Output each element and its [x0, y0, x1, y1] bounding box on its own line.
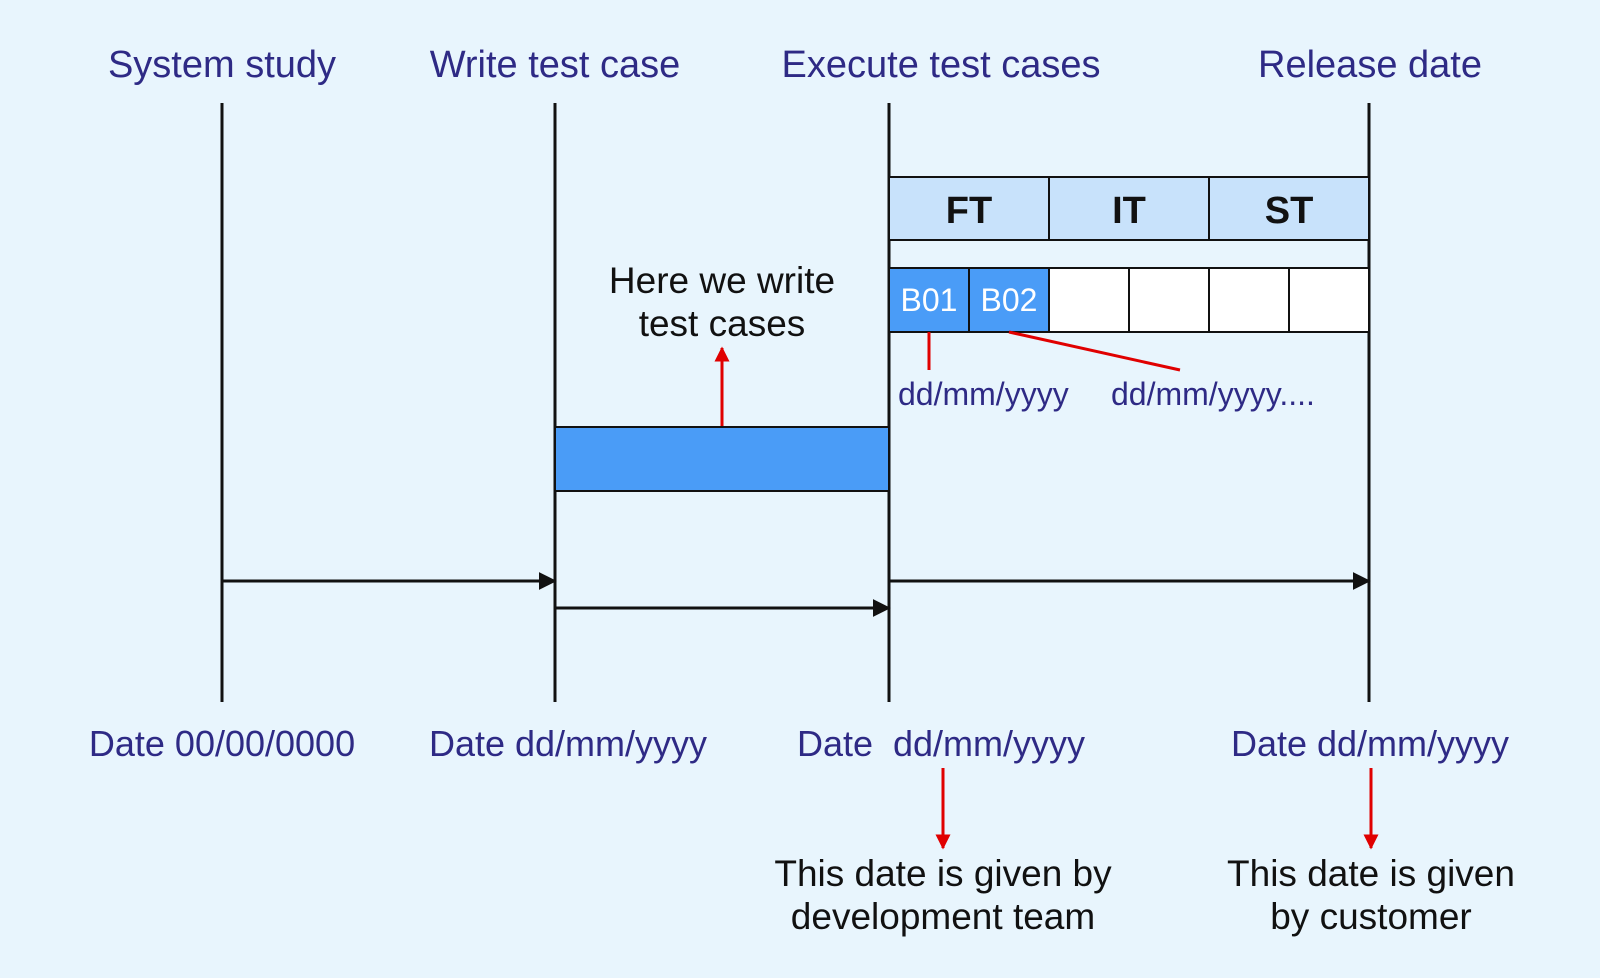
build-cell-empty-6: [1288, 267, 1370, 333]
build-cell-b02: [968, 267, 1050, 333]
build-cell-empty-4: [1128, 267, 1210, 333]
date-label-release-date: Date dd/mm/yyyy: [1231, 723, 1509, 764]
note-customer-line-2: by customer: [1270, 896, 1472, 937]
build-row: B01 B02: [888, 267, 1370, 333]
build-date-b02: dd/mm/yyyy....: [1111, 376, 1315, 412]
test-level-box-ft: [888, 176, 1050, 241]
note-write-test-cases-line-2: test cases: [639, 303, 806, 344]
build-date-b01: dd/mm/yyyy: [898, 376, 1069, 412]
build-cell-empty-5: [1208, 267, 1290, 333]
phase-title-release-date: Release date: [1258, 44, 1482, 86]
phase-title-write-test-case: Write test case: [430, 44, 681, 86]
build-cell-empty-3: [1048, 267, 1130, 333]
test-level-label-it: IT: [1112, 190, 1146, 232]
note-dev-team-line-1: This date is given by: [774, 853, 1112, 894]
date-label-system-study: Date 00/00/0000: [89, 723, 355, 764]
date-label-execute-test-cases: Date dd/mm/yyyy: [797, 723, 1085, 764]
test-level-box-st: [1208, 176, 1370, 241]
test-level-row: FT IT ST: [888, 176, 1370, 241]
note-write-test-cases-line-1: Here we write: [609, 260, 835, 301]
date-label-write-test-case: Date dd/mm/yyyy: [429, 723, 707, 764]
test-level-label-ft: FT: [946, 190, 992, 232]
note-customer-line-1: This date is given: [1227, 853, 1515, 894]
phase-title-execute-test-cases: Execute test cases: [782, 44, 1101, 86]
note-dev-team-line-2: development team: [791, 896, 1095, 937]
test-level-label-st: ST: [1265, 190, 1314, 232]
build-b02-date-pointer: [1008, 330, 1181, 372]
build-label-b02: B02: [981, 282, 1038, 318]
build-label-b01: B01: [901, 282, 958, 318]
write-test-case-bar: [554, 426, 890, 492]
phase-title-system-study: System study: [108, 44, 336, 86]
